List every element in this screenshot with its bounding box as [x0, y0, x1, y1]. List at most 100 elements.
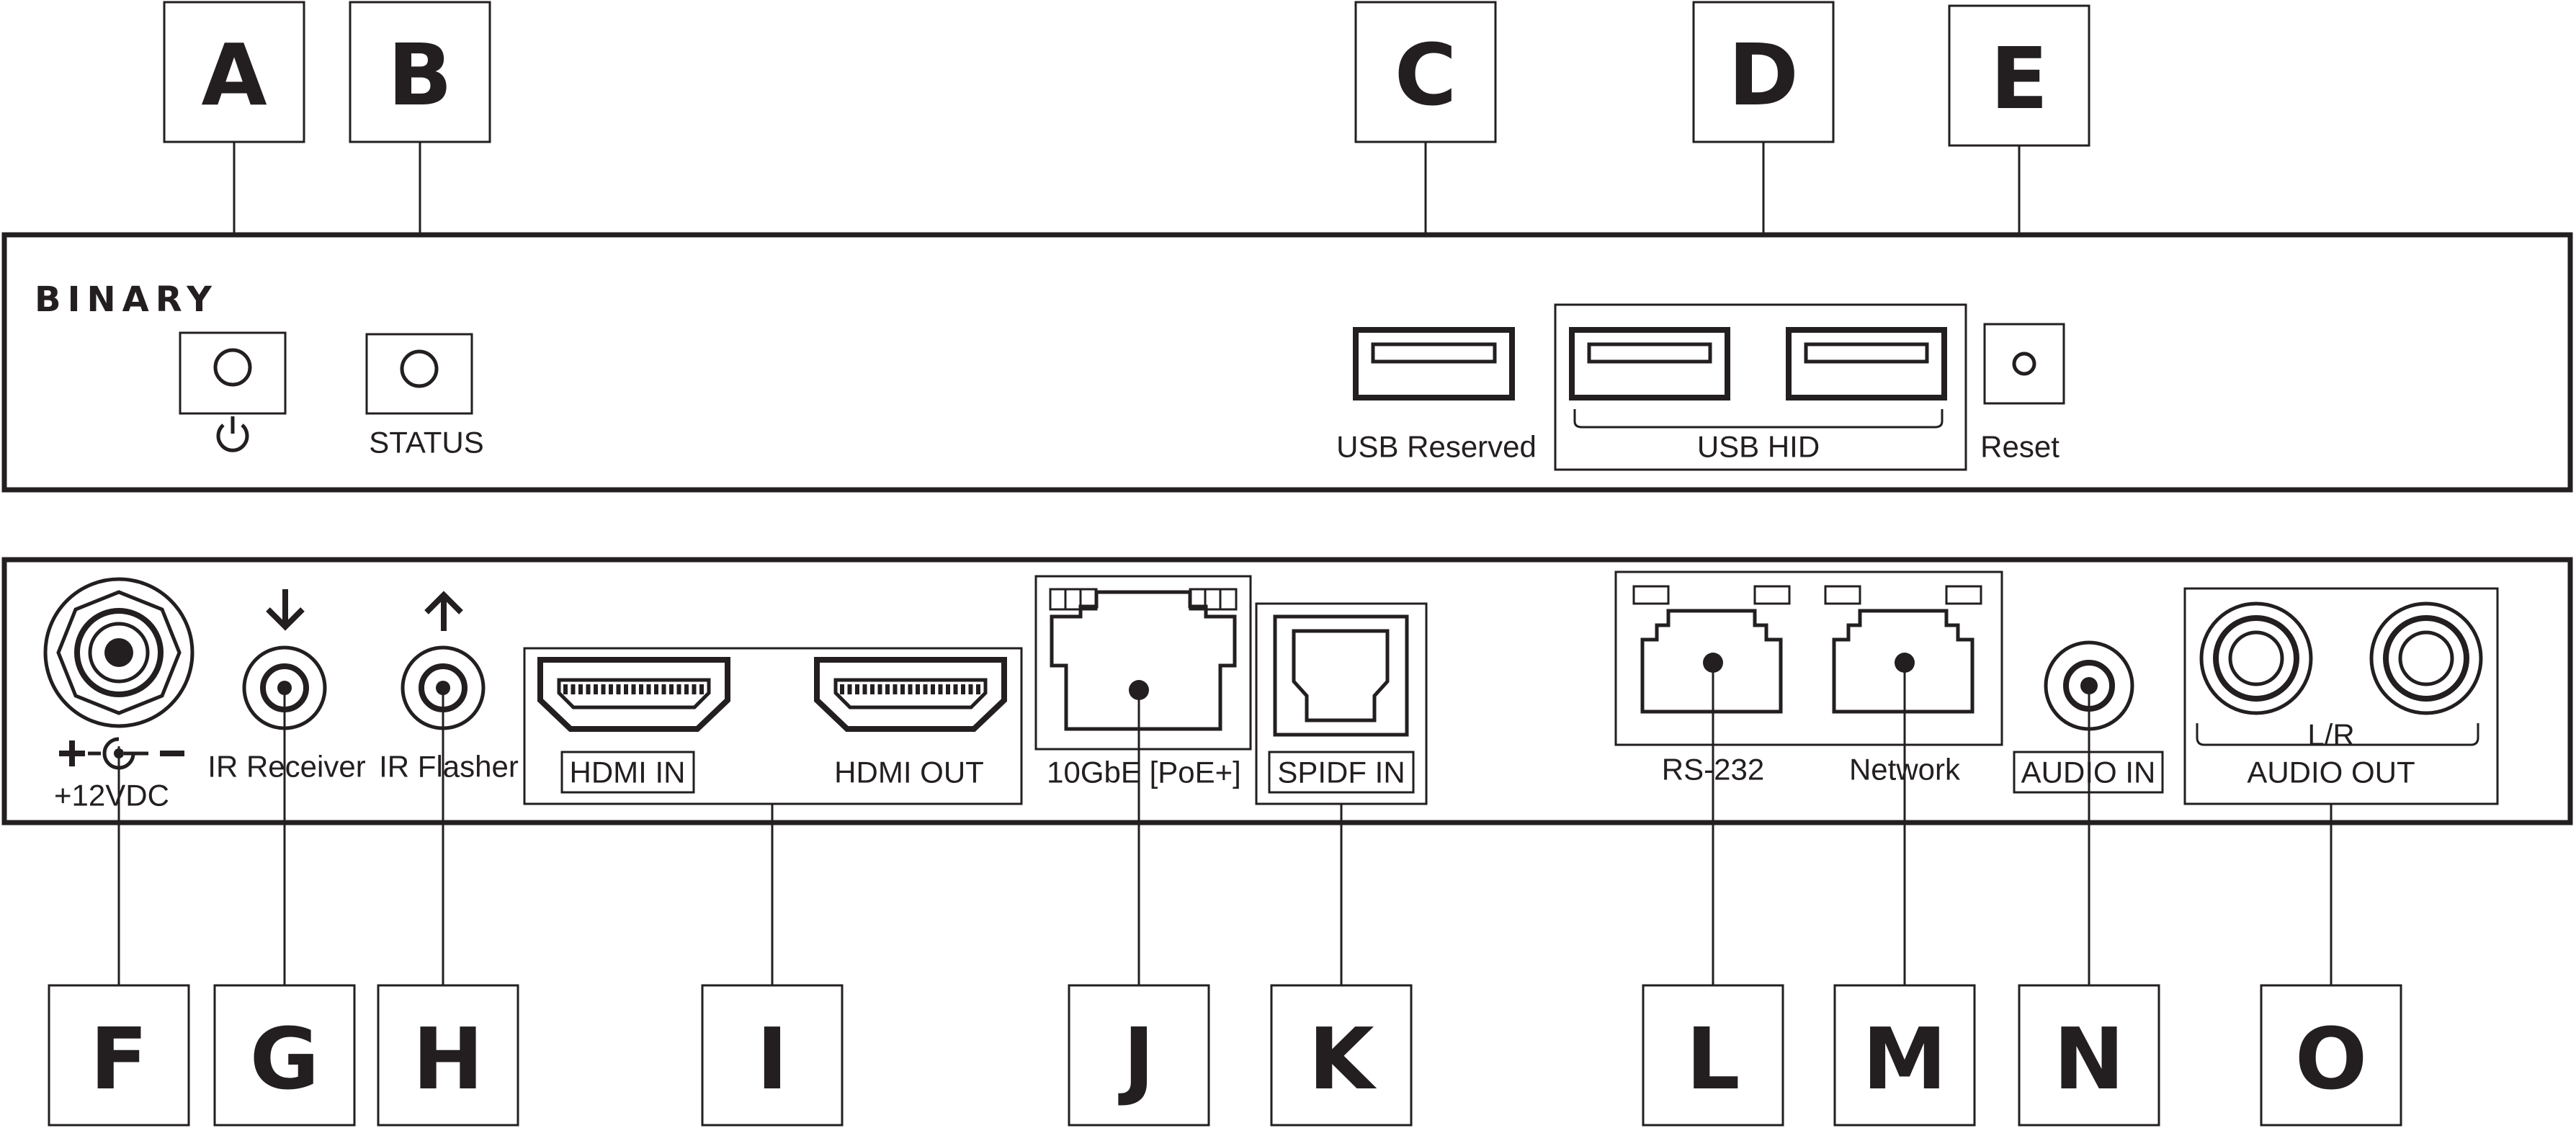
hdmi-pin	[931, 684, 935, 694]
callout-letter-n: N	[2054, 1009, 2125, 1109]
usb-hid-group	[1554, 303, 1967, 471]
hdmi-pin	[877, 684, 882, 694]
brand-logo: BINARY	[35, 279, 218, 320]
hdmi-pin	[586, 684, 591, 694]
callout-n: N	[2018, 687, 2160, 1127]
hdmi-pin	[976, 684, 980, 694]
hdmi-out-port	[814, 657, 1007, 732]
hdmi-pin	[692, 684, 697, 694]
hdmi-pin	[840, 684, 844, 694]
hdmi-pin	[900, 684, 905, 694]
hdmi-in-label: HDMI IN	[570, 756, 686, 789]
front-panel: BINARY STATUS USB Reserved	[1, 232, 2573, 493]
callout-o: O	[2260, 804, 2402, 1127]
callout-i: I	[701, 804, 844, 1127]
hdmi-pin	[908, 684, 913, 694]
callout-d: D	[1692, 1, 1835, 303]
hdmi-group	[523, 647, 1023, 805]
hdmi-pin	[885, 684, 890, 694]
hdmi-pin	[571, 684, 576, 694]
arrow-up-icon	[424, 591, 463, 631]
hdmi-pin	[961, 684, 965, 694]
hdmi-pin	[594, 684, 598, 694]
network-port	[1824, 585, 1982, 714]
audio-out-group	[2183, 587, 2499, 805]
rear-panel: +12VDC IR Receiver IR Flasher	[1, 557, 2573, 825]
callout-letter-m: M	[1862, 1009, 1946, 1109]
callout-h: H	[377, 691, 519, 1127]
hdmi-pin	[563, 684, 568, 694]
hdmi-pin	[968, 684, 973, 694]
hdmi-pin	[639, 684, 643, 694]
hdmi-pin	[676, 684, 681, 694]
reset-label: Reset	[1980, 430, 2060, 464]
center-positive-polarity-icon	[59, 737, 184, 770]
callout-a: A	[163, 1, 305, 337]
hdmi-pin	[616, 684, 621, 694]
status-label: STATUS	[369, 426, 483, 460]
callout-letter-e: E	[1990, 29, 2049, 128]
rj45-group	[1614, 570, 2003, 746]
callout-letter-h: H	[413, 1009, 484, 1109]
hdmi-pin	[938, 684, 943, 694]
ethernet-label: 10GbE [PoE+]	[1047, 756, 1241, 789]
ethernet-10gbe-port	[1034, 575, 1252, 751]
power-led	[179, 331, 287, 415]
hdmi-pin	[578, 684, 583, 694]
usb-reserved-label: USB Reserved	[1336, 430, 1537, 464]
hdmi-out-label: HDMI OUT	[834, 756, 984, 789]
hdmi-pin	[669, 684, 674, 694]
power-label: +12VDC	[54, 779, 169, 813]
callout-letter-a: A	[201, 25, 267, 125]
rs232-port	[1632, 585, 1791, 714]
callout-letter-f: F	[90, 1009, 148, 1109]
usb-hid-label: USB HID	[1697, 430, 1820, 464]
hdmi-pin	[631, 684, 636, 694]
spdif-optical-port	[1255, 602, 1428, 805]
hdmi-pin	[953, 684, 958, 694]
hdmi-pin	[916, 684, 920, 694]
hdmi-pin	[654, 684, 658, 694]
callout-letter-i: I	[756, 1009, 788, 1109]
callout-j: J	[1068, 691, 1210, 1127]
callout-m: M	[1833, 664, 1976, 1127]
hdmi-pin	[855, 684, 859, 694]
hdmi-pin	[601, 684, 606, 694]
callout-letter-d: D	[1728, 25, 1799, 125]
dc-power-jack	[43, 577, 194, 728]
callout-f: F	[48, 746, 190, 1127]
hdmi-pin	[946, 684, 950, 694]
callout-letter-g: G	[250, 1009, 320, 1109]
ir-flasher-label: IR Flasher	[379, 750, 519, 784]
power-icon	[216, 416, 249, 452]
spdif-label: SPIDF IN	[1277, 756, 1405, 789]
callout-letter-c: C	[1395, 25, 1457, 125]
hdmi-pin	[923, 684, 928, 694]
callout-e: E	[1948, 4, 2090, 323]
hdmi-pin	[893, 684, 898, 694]
hdmi-pin	[699, 684, 704, 694]
hdmi-pin	[862, 684, 867, 694]
callout-letter-b: B	[388, 25, 452, 125]
callout-k: K	[1270, 804, 1413, 1127]
hdmi-in-port	[537, 657, 730, 732]
hdmi-pin	[684, 684, 689, 694]
status-led	[365, 333, 473, 415]
reset-button	[1983, 323, 2065, 405]
callout-letter-k: K	[1308, 1009, 1377, 1109]
arrow-down-icon	[266, 589, 305, 631]
callout-letter-l: L	[1686, 1009, 1740, 1109]
callout-l: L	[1642, 664, 1784, 1127]
hdmi-pin	[624, 684, 628, 694]
lr-label: L/R	[2307, 718, 2354, 752]
usb-reserved-port	[1353, 327, 1515, 400]
callout-b: B	[349, 1, 491, 334]
hdmi-pin	[661, 684, 666, 694]
hdmi-pin	[847, 684, 852, 694]
callout-letter-j: J	[1118, 1009, 1155, 1109]
hdmi-pin	[870, 684, 875, 694]
audio-out-label: AUDIO OUT	[2247, 756, 2415, 789]
hdmi-pin	[609, 684, 613, 694]
ir-receiver-label: IR Receiver	[207, 750, 365, 784]
